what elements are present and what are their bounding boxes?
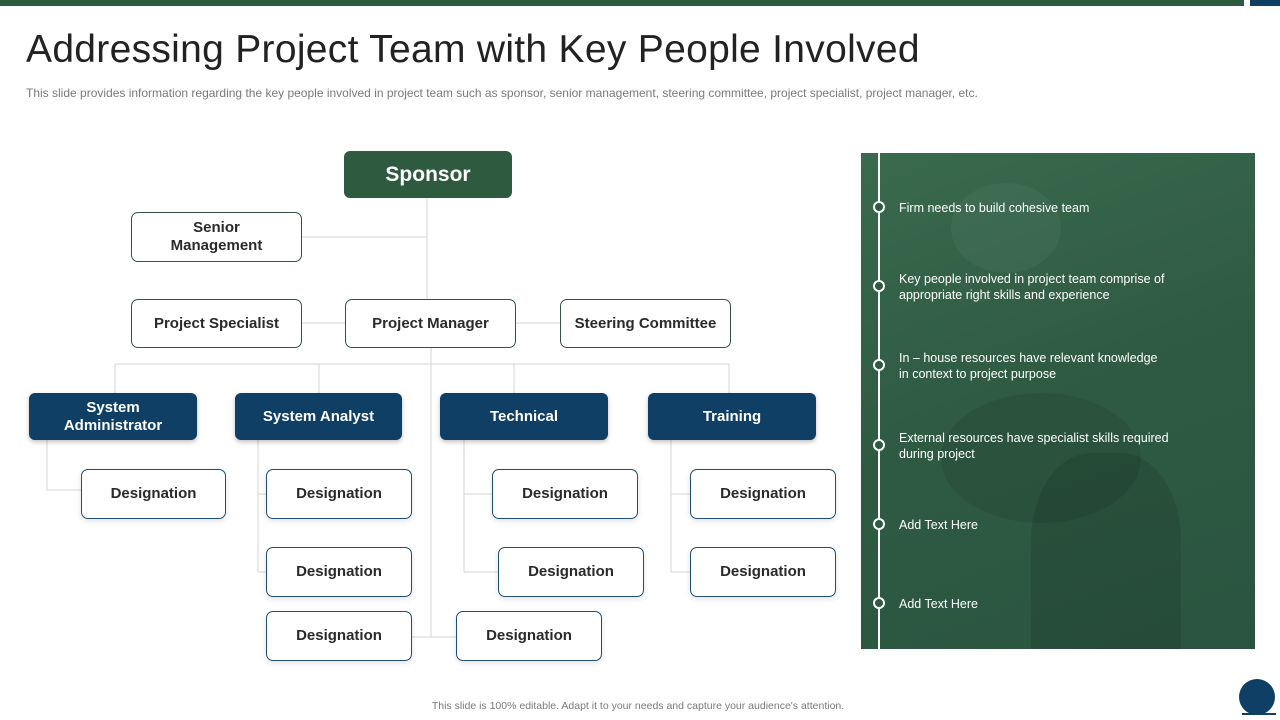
panel-item-2: Key people involved in project team comp… <box>899 272 1165 302</box>
timeline-dot <box>873 439 885 451</box>
project-specialist-box: Project Specialist <box>131 299 302 348</box>
key-points-panel: Firm needs to build cohesive team Key pe… <box>861 153 1255 649</box>
page-title: Addressing Project Team with Key People … <box>26 28 920 71</box>
training-box: Training <box>648 393 816 440</box>
corner-circle-decoration <box>1239 679 1275 715</box>
corner-line-decoration <box>1242 713 1276 715</box>
footer-note: This slide is 100% editable. Adapt it to… <box>0 700 1280 712</box>
steering-committee-box: Steering Committee <box>560 299 731 348</box>
designation-box-admin-1: Designation <box>81 469 226 519</box>
designation-box-training-1: Designation <box>690 469 836 519</box>
panel-item-1: Firm needs to build cohesive team <box>899 201 1090 215</box>
panel-item-6: Add Text Here <box>899 597 978 611</box>
designation-box-analyst-2: Designation <box>266 547 412 597</box>
designation-box-manager-2: Designation <box>456 611 602 661</box>
sponsor-box: Sponsor <box>344 151 512 198</box>
designation-box-analyst-1: Designation <box>266 469 412 519</box>
system-administrator-box: System Administrator <box>29 393 197 440</box>
designation-box-manager-1: Designation <box>266 611 412 661</box>
timeline-dot <box>873 597 885 609</box>
panel-photo-texture <box>1031 453 1181 649</box>
panel-photo-texture <box>941 393 1141 523</box>
panel-item-3: In – house resources have relevant knowl… <box>899 351 1158 381</box>
footer-note-text: This slide is 100% editable. Adapt it to… <box>431 700 845 712</box>
panel-item-5: Add Text Here <box>899 518 978 532</box>
system-analyst-box: System Analyst <box>235 393 402 440</box>
designation-box-technical-2: Designation <box>498 547 644 597</box>
timeline-dot <box>873 280 885 292</box>
page-subtitle: This slide provides information regardin… <box>26 86 978 100</box>
timeline-dot <box>873 201 885 213</box>
timeline-dot <box>873 518 885 530</box>
top-accent-bar <box>0 0 1244 6</box>
timeline-dot <box>873 359 885 371</box>
panel-item-4: External resources have specialist skill… <box>899 431 1169 461</box>
designation-box-technical-1: Designation <box>492 469 638 519</box>
designation-box-training-2: Designation <box>690 547 836 597</box>
panel-photo-texture <box>951 183 1061 273</box>
technical-box: Technical <box>440 393 608 440</box>
project-manager-box: Project Manager <box>345 299 516 348</box>
senior-management-box: Senior Management <box>131 212 302 262</box>
timeline-line <box>878 153 880 649</box>
top-accent-bar-right <box>1250 0 1280 6</box>
